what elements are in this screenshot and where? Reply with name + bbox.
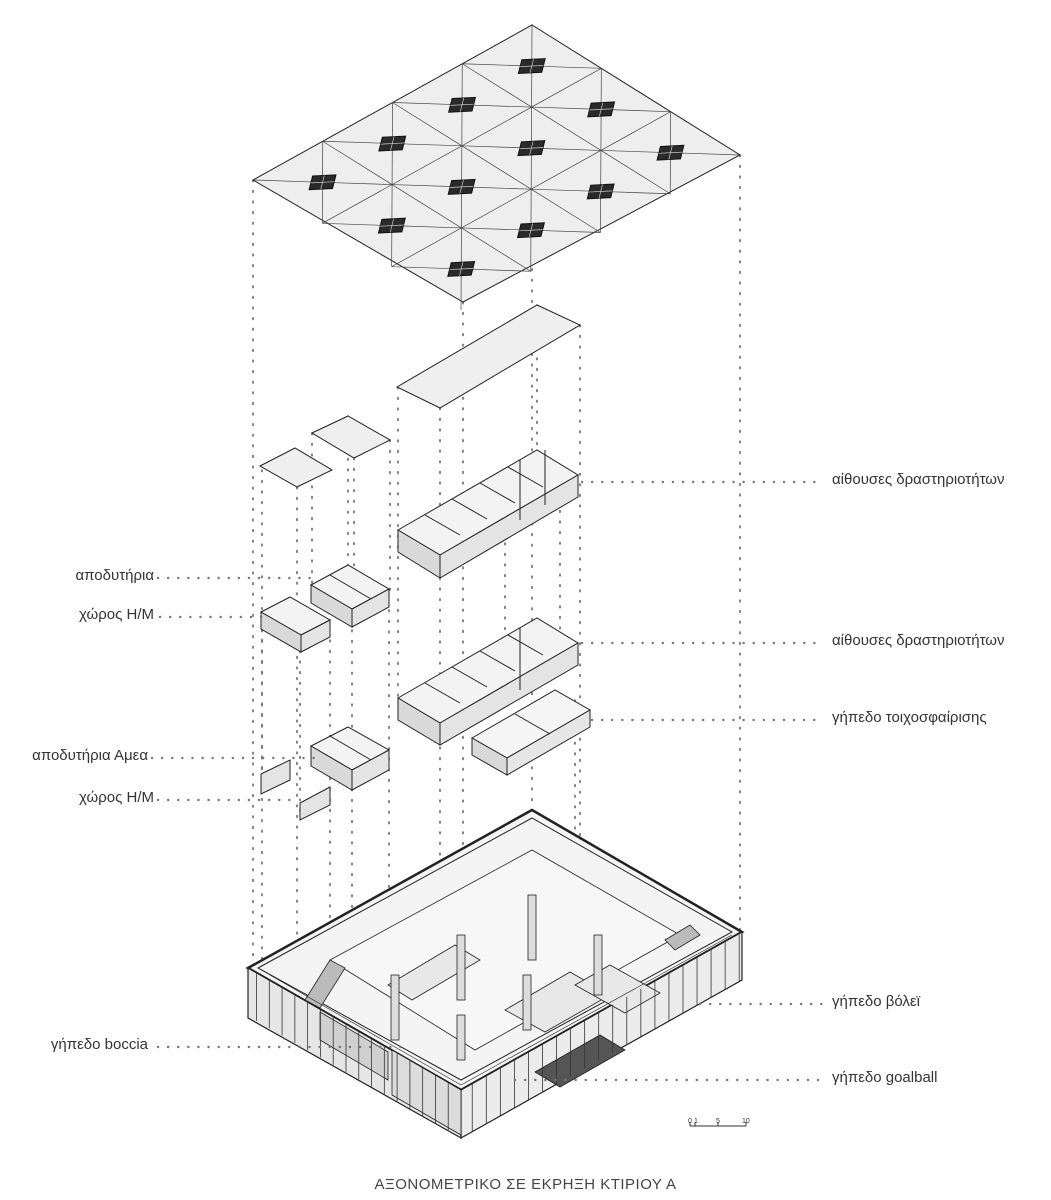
scale-tick-5: 5: [716, 1118, 720, 1125]
changing-rooms-disabled-block: [309, 726, 391, 791]
label-mech-room-2: χώρος Η/Μ: [79, 789, 154, 806]
small-roof-slab-2: [258, 447, 334, 488]
ground-floor-hall: [245, 808, 745, 1140]
ground-floor-facade-grid: [256, 933, 740, 1132]
label-changing-rooms: αποδυτήρια: [75, 567, 154, 584]
upper-floor-slab: [395, 304, 582, 409]
activity-rooms-lower-block: [397, 617, 579, 746]
activity-rooms-upper-block: [397, 449, 579, 579]
label-leader-lines: [150, 480, 824, 1082]
small-roof-slab-1: [310, 415, 392, 459]
ground-floor-columns: [390, 894, 603, 1061]
changing-rooms-block: [309, 564, 391, 628]
label-boccia-court: γήπεδο boccia: [50, 1036, 148, 1053]
label-goalball-court: γήπεδο goalball: [832, 1069, 938, 1086]
roof-layer: [251, 24, 741, 311]
label-changing-rooms-disabled: αποδυτήρια Αμεα: [32, 747, 148, 764]
scale-tick-0: 0: [688, 1118, 692, 1125]
scale-bar: 0 1 5 10: [688, 1118, 750, 1127]
mech-room-1-block: [259, 596, 332, 653]
scale-tick-1: 1: [694, 1118, 698, 1125]
label-squash-court: γήπεδο τοιχοσφαίρισης: [832, 709, 987, 726]
mech-room-2-block: [260, 759, 331, 821]
label-activity-rooms-2: αίθουσες δραστηριοτήτων: [832, 632, 1005, 649]
scale-tick-10: 10: [742, 1118, 750, 1125]
label-activity-rooms-1: αίθουσες δραστηριοτήτων: [832, 471, 1005, 488]
label-mech-room-1: χώρος Η/Μ: [79, 606, 154, 623]
label-volleyball-court: γήπεδο βόλεϊ: [832, 993, 920, 1010]
squash-court-block: [470, 689, 592, 776]
drawing-title: ΑΞΟΝΟΜΕΤΡΙΚΟ ΣΕ ΕΚΡΗΞΗ ΚΤΙΡΙΟΥ Α: [374, 1176, 677, 1193]
